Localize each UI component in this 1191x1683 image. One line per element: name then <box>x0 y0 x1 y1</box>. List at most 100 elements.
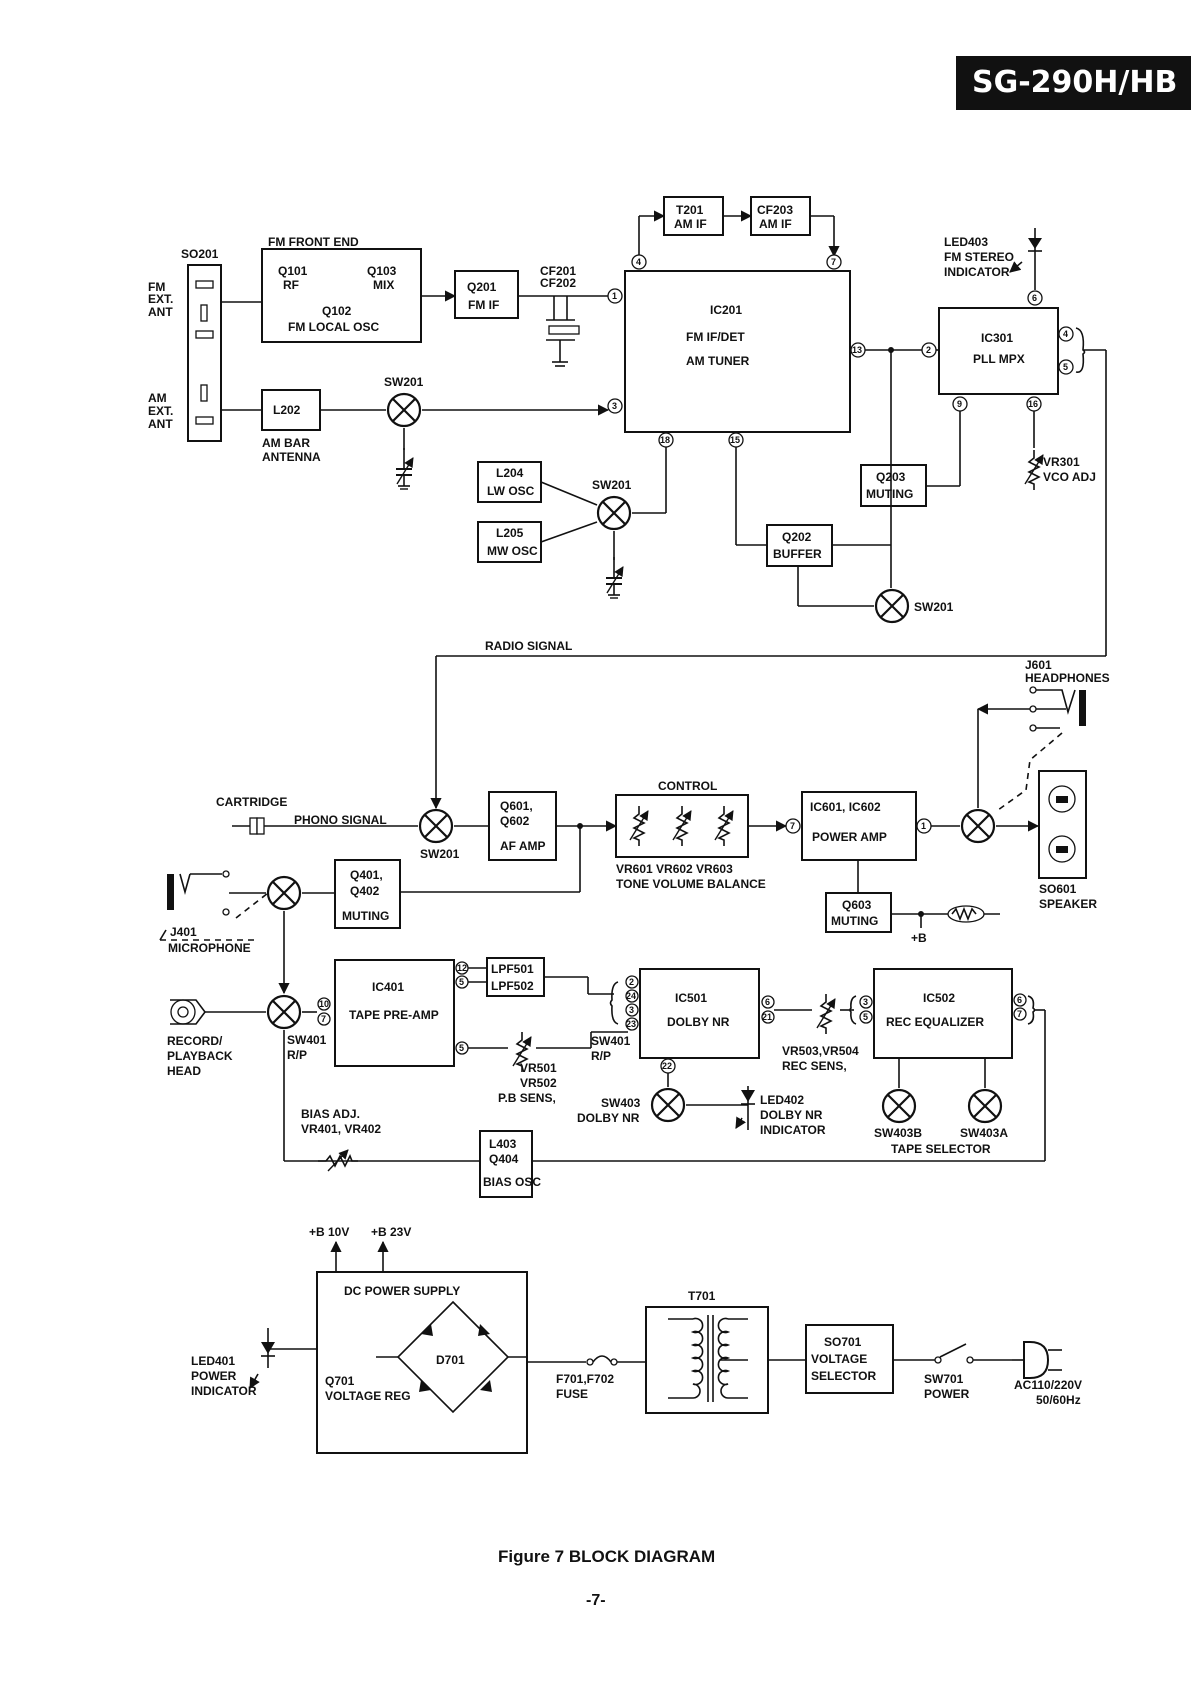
ic501-pin-23: 23 <box>626 1019 636 1029</box>
sw201-switch-b <box>596 495 632 531</box>
pin-6: 6 <box>1032 293 1037 303</box>
led403-fm-stereo-label: FM STEREO <box>944 250 1014 264</box>
ic401-block <box>334 959 455 1067</box>
bridge-rectifier-symbol <box>376 1300 527 1414</box>
figure-caption: Figure 7 BLOCK DIAGRAM <box>498 1547 715 1566</box>
d701-label: D701 <box>436 1353 465 1367</box>
cf202-label: CF202 <box>540 276 576 290</box>
sw401-switch-a <box>266 994 302 1030</box>
tape-preamp-label: TAPE PRE-AMP <box>349 1008 439 1022</box>
ic201-pins: 4 7 1 3 13 18 15 <box>607 254 866 448</box>
led403-symbol <box>1009 228 1042 290</box>
q602-label: Q602 <box>500 814 530 828</box>
ic301-block <box>938 307 1059 395</box>
led402-dolby-nr-label: DOLBY NR <box>760 1108 823 1122</box>
sw201-label-b: SW201 <box>592 478 632 492</box>
vr502-label: VR502 <box>520 1076 557 1090</box>
q402-label: Q402 <box>350 884 380 898</box>
sw201-label-d: SW201 <box>420 847 460 861</box>
voltage-reg-label: VOLTAGE REG <box>325 1389 411 1403</box>
am-ext-ant-label-2: EXT. <box>148 404 173 418</box>
l205-block <box>477 521 542 563</box>
fm-if-label: FM IF <box>468 298 499 312</box>
voltage-label: VOLTAGE <box>811 1352 867 1366</box>
phono-signal-label: PHONO SIGNAL <box>294 813 387 827</box>
ic301-label: IC301 <box>981 331 1013 345</box>
pin-4: 4 <box>636 257 641 267</box>
so201-label: SO201 <box>181 247 219 261</box>
ic601-ic602-label: IC601, IC602 <box>810 800 881 814</box>
rec-equalizer-label: REC EQUALIZER <box>886 1015 984 1029</box>
q401-muting-label: MUTING <box>342 909 389 923</box>
led403-indicator-label: INDICATOR <box>944 265 1010 279</box>
lpf501-lpf502-block <box>486 957 545 997</box>
sw701-label: SW701 <box>924 1372 964 1386</box>
headphone-switch <box>960 808 996 844</box>
control-label: CONTROL <box>658 779 717 793</box>
mix-label: MIX <box>373 278 394 292</box>
ac-voltage-label: AC110/220V <box>1014 1378 1082 1392</box>
l403-label: L403 <box>489 1137 517 1151</box>
bias-adj-symbol <box>318 1150 358 1171</box>
q203-muting-label: MUTING <box>866 487 913 501</box>
rf-label: RF <box>283 278 299 292</box>
vco-adj-label: VCO ADJ <box>1043 470 1096 484</box>
am-bar-label: AM BAR <box>262 436 310 450</box>
cf203-block <box>750 196 811 236</box>
q603-label: Q603 <box>842 898 872 912</box>
q401-q402-block <box>334 859 401 929</box>
ic201-fm-if-det-label: FM IF/DET <box>686 330 745 344</box>
l202-label: L202 <box>273 403 301 417</box>
sw401-label-a: SW401 <box>287 1033 327 1047</box>
led402-label: LED402 <box>760 1093 804 1107</box>
ic501-label: IC501 <box>675 991 707 1005</box>
fm-ext-ant-label: FM <box>148 280 165 294</box>
lpf501-label: LPF501 <box>491 962 534 976</box>
so201-connector <box>187 264 222 442</box>
sw201-switch-d <box>418 808 454 844</box>
ic201-block <box>624 270 851 433</box>
j401-label: J401 <box>170 925 197 939</box>
head-label: HEAD <box>167 1064 201 1078</box>
sw201-switch-a <box>386 392 422 428</box>
cf203-sub-label: AM IF <box>759 217 792 231</box>
fm-ext-ant-label-2: EXT. <box>148 292 173 306</box>
record-label: RECORD/ <box>167 1034 223 1048</box>
ic201-am-tuner-label: AM TUNER <box>686 354 750 368</box>
ic301-pin-9: 9 <box>957 399 962 409</box>
vr601-603-label: VR601 VR602 VR603 <box>616 862 733 876</box>
t201-block <box>663 196 724 236</box>
l204-label: L204 <box>496 466 524 480</box>
t701-transformer-block <box>645 1306 769 1414</box>
pin-15: 15 <box>730 435 740 445</box>
so701-label: SO701 <box>824 1335 862 1349</box>
led401-indicator-label: INDICATOR <box>191 1384 257 1398</box>
vr503-vr504-label: VR503,VR504 <box>782 1044 859 1058</box>
playback-label: PLAYBACK <box>167 1049 233 1063</box>
dc-power-supply-label: DC POWER SUPPLY <box>344 1284 460 1298</box>
pin-1: 1 <box>612 291 617 301</box>
t201-sub-label: AM IF <box>674 217 707 231</box>
am-ext-ant-label-3: ANT <box>148 417 173 431</box>
q404-label: Q404 <box>489 1152 519 1166</box>
ic301-pin-4: 4 <box>1063 329 1068 339</box>
ic601-pin-7: 7 <box>790 821 795 831</box>
l403-q404-block <box>479 1130 533 1198</box>
ic401-pin-7: 7 <box>321 1014 326 1024</box>
buffer-label: BUFFER <box>773 547 822 561</box>
q101-label: Q101 <box>278 264 308 278</box>
rec-sens-label: REC SENS, <box>782 1059 847 1073</box>
vr501-label: VR501 <box>520 1061 557 1075</box>
ic502-pin-5: 5 <box>863 1012 868 1022</box>
ic501-block <box>639 968 760 1059</box>
vr301-label: VR301 <box>1043 455 1080 469</box>
sw403b-label: SW403B <box>874 1126 922 1140</box>
rp-label-a: R/P <box>287 1048 307 1062</box>
ic401-pin-5b: 5 <box>459 1043 464 1053</box>
q102-label: Q102 <box>322 304 352 318</box>
vr401-vr402-label: VR401, VR402 <box>301 1122 381 1136</box>
ic501-pin-6: 6 <box>765 997 770 1007</box>
ic601-pin-1: 1 <box>921 821 926 831</box>
sw403a-switch <box>967 1088 1003 1124</box>
j601-label: J601 <box>1025 658 1052 672</box>
